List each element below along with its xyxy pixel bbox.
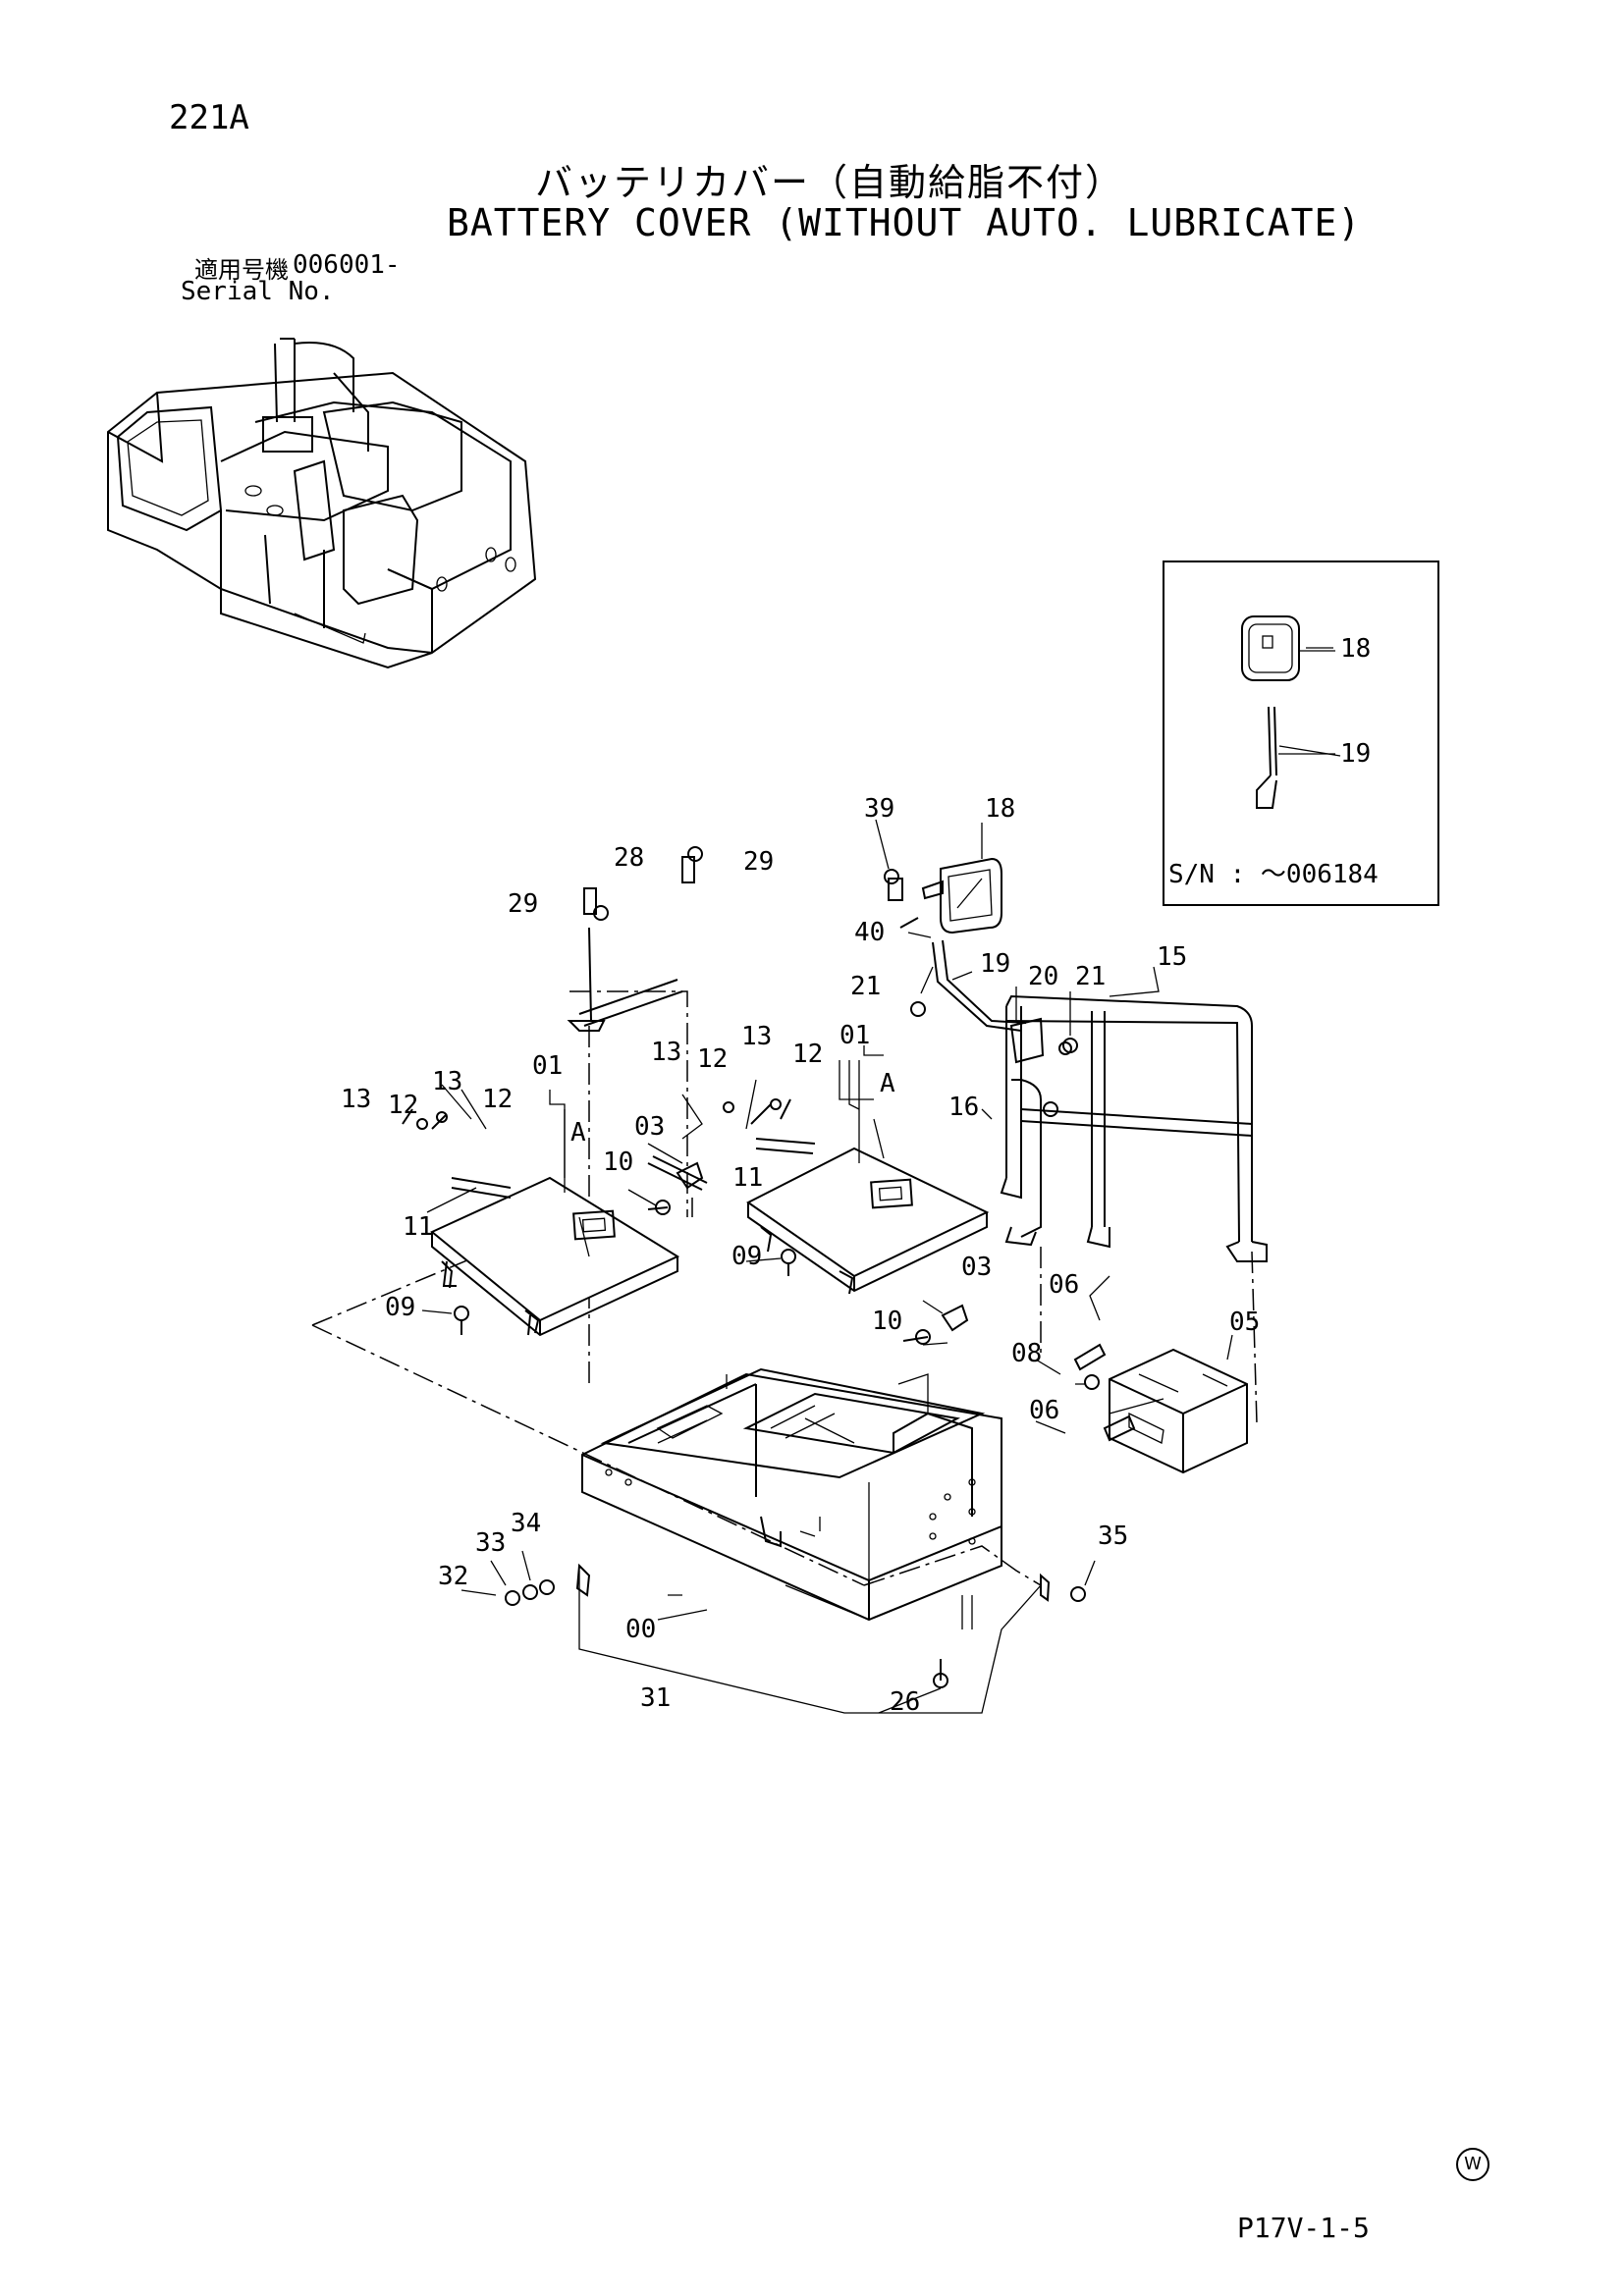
label-15: 15	[1157, 942, 1187, 972]
title-japanese: バッテリカバー（自動給脂不付）	[535, 161, 1125, 204]
main-assembly	[311, 857, 1268, 1629]
label-13c: 13	[651, 1038, 681, 1067]
label-28: 28	[614, 843, 644, 873]
label-09a: 09	[731, 1242, 762, 1271]
label-05: 05	[1229, 1308, 1260, 1337]
page-code: 221A	[169, 98, 249, 137]
label-26: 26	[890, 1687, 920, 1717]
label-12c: 12	[697, 1044, 728, 1074]
inset-serial-note: S/N : ～006184	[1168, 860, 1379, 889]
label-32: 32	[438, 1562, 468, 1591]
title-english: BATTERY COVER (WITHOUT AUTO. LUBRICATE)	[447, 201, 1362, 244]
label-33: 33	[475, 1528, 506, 1558]
label-31: 31	[640, 1683, 671, 1713]
inset-label-19: 19	[1340, 739, 1371, 769]
label-20: 20	[1028, 962, 1058, 991]
label-12d: 12	[792, 1040, 823, 1069]
label-18: 18	[985, 794, 1015, 824]
label-39: 39	[864, 794, 894, 824]
machine-overview-sketch	[107, 338, 537, 669]
part-labels: 18 19 S/N : ～006184 39 18 28 29 29 40 21…	[341, 634, 1379, 1717]
label-13d: 13	[741, 1022, 772, 1051]
label-06b: 06	[1029, 1396, 1059, 1425]
label-40: 40	[854, 918, 885, 947]
label-01b: 01	[839, 1021, 870, 1050]
detail-marker-a2: A	[880, 1069, 895, 1098]
label-11b: 11	[403, 1212, 433, 1242]
footer-code: P17V-1-5	[1237, 2212, 1370, 2244]
serial-label-japanese: 適用号機	[194, 256, 289, 284]
label-13b: 13	[432, 1067, 462, 1096]
label-34: 34	[511, 1509, 541, 1538]
label-03a: 03	[634, 1112, 665, 1142]
label-29b: 29	[508, 889, 538, 919]
leader-lines	[421, 647, 1335, 1714]
label-00: 00	[625, 1615, 656, 1644]
serial-value: 006001-	[293, 250, 401, 280]
label-03b: 03	[961, 1253, 992, 1282]
label-09b: 09	[385, 1293, 415, 1322]
label-21a: 21	[850, 972, 881, 1001]
label-19: 19	[980, 949, 1010, 979]
inset-label-18: 18	[1340, 634, 1371, 664]
label-10a: 10	[603, 1148, 633, 1177]
watermark-w-icon: W	[1456, 2148, 1489, 2181]
serial-label-english: Serial No.	[181, 277, 335, 306]
label-08: 08	[1011, 1339, 1042, 1368]
label-35: 35	[1098, 1522, 1128, 1551]
label-16: 16	[948, 1093, 979, 1122]
inset-detail	[1163, 561, 1439, 906]
label-10b: 10	[872, 1307, 902, 1336]
hardware-items	[402, 846, 1136, 1688]
label-11a: 11	[732, 1163, 763, 1193]
label-13a: 13	[341, 1085, 371, 1114]
label-12b: 12	[482, 1085, 513, 1114]
detail-marker-a1: A	[570, 1118, 586, 1148]
label-06a: 06	[1049, 1270, 1079, 1300]
label-12a: 12	[388, 1091, 418, 1120]
label-29a: 29	[743, 847, 774, 877]
label-21b: 21	[1075, 962, 1106, 991]
label-01a: 01	[532, 1051, 563, 1081]
